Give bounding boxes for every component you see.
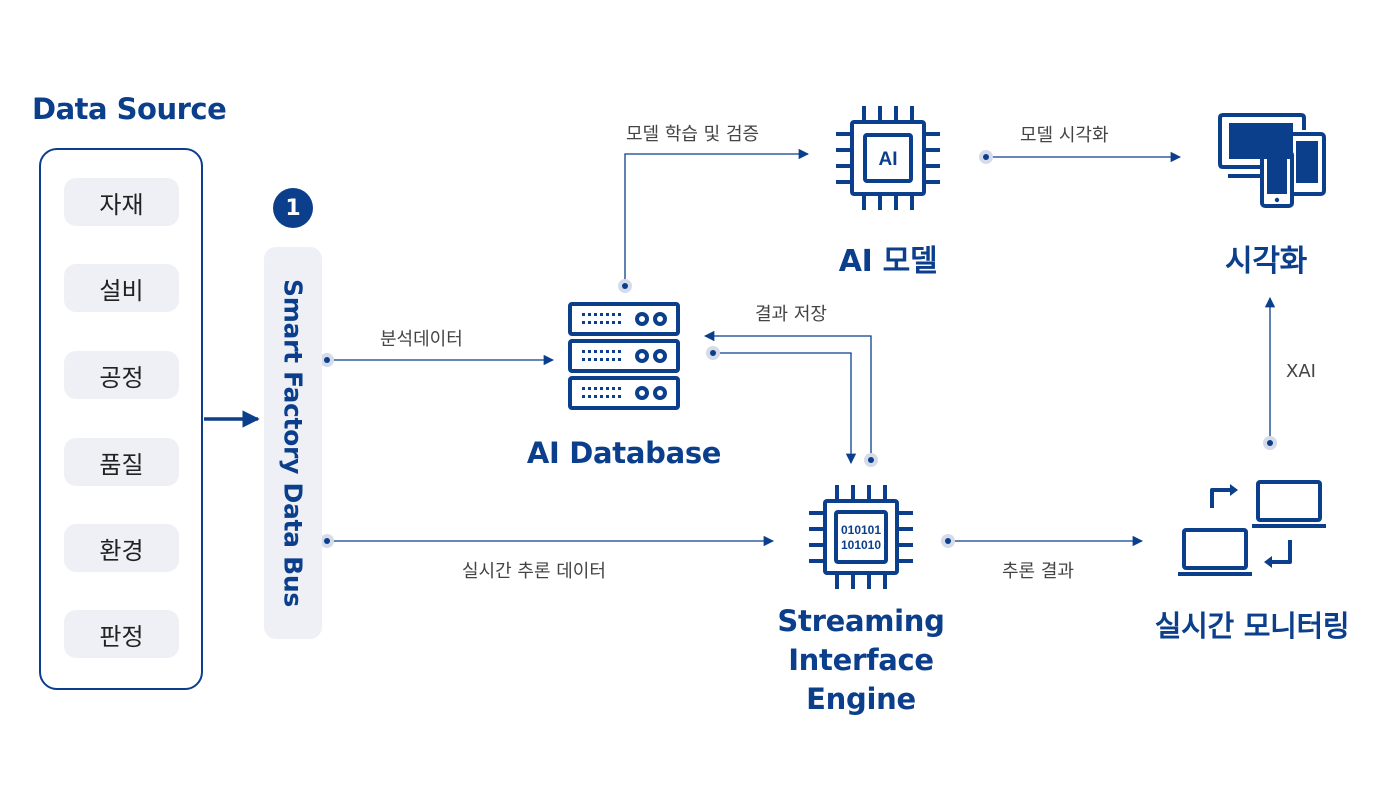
inference-results-label: 추론 결과 [1002,561,1074,582]
visualization-label: 시각화 [1225,244,1307,279]
connector-dot [941,534,955,548]
streaming-engine-label-line: Engine [806,682,916,716]
data-source-item: 설비 [64,264,179,312]
data-source-item: 판정 [64,610,179,658]
streaming-engine-label-line: Interface [788,643,934,677]
streaming-engine-label-line: Streaming [777,604,945,638]
connector-dot [979,150,993,164]
data-source-panel [39,148,203,690]
data-source-item: 품질 [64,438,179,486]
data-source-item: 공정 [64,351,179,399]
laptops-sync-icon [1178,480,1326,576]
connector-dot [706,346,720,360]
ai-chip-text: AI [879,149,898,170]
xai-label: XAI [1286,361,1316,382]
save-results-label: 결과 저장 [755,304,827,325]
devices-icon [1218,113,1326,208]
save-results-arrow [703,330,872,460]
ai-database-label: AI Database [526,436,722,470]
ai-chip-icon: AI [836,106,940,210]
data-source-item: 환경 [64,524,179,572]
connector-dot [1263,436,1277,450]
ai-model-label: AI 모델 [838,244,938,279]
connector-dot [618,279,632,293]
analysis-data-label: 분석데이터 [380,329,463,350]
streaming-chip-icon: 010101 101010 [809,485,913,589]
data-bus [264,247,322,639]
data-bus-label: Smart Factory Data Bus [278,279,308,607]
step-badge: 1 [273,188,313,228]
connector-dot [320,534,334,548]
db-to-engine-arrow [713,352,857,465]
train-validate-label: 모델 학습 및 검증 [626,124,760,145]
chip-binary-line-1: 010101 [841,523,881,537]
data-source-title: Data Source [32,92,227,126]
realtime-monitoring-label: 실시간 모니터링 [1154,609,1350,643]
connector-dot [320,353,334,367]
connector-dot [864,453,878,467]
realtime-inference-label: 실시간 추론 데이터 [462,561,606,582]
model-visualization-label: 모델 시각화 [1020,125,1109,146]
data-source-item: 자재 [64,178,179,226]
chip-binary-line-2: 101010 [841,538,881,552]
train-validate-arrow [624,148,810,286]
streaming-engine-label: Streaming Interface Engine [777,602,944,719]
database-server-icon [568,302,680,410]
